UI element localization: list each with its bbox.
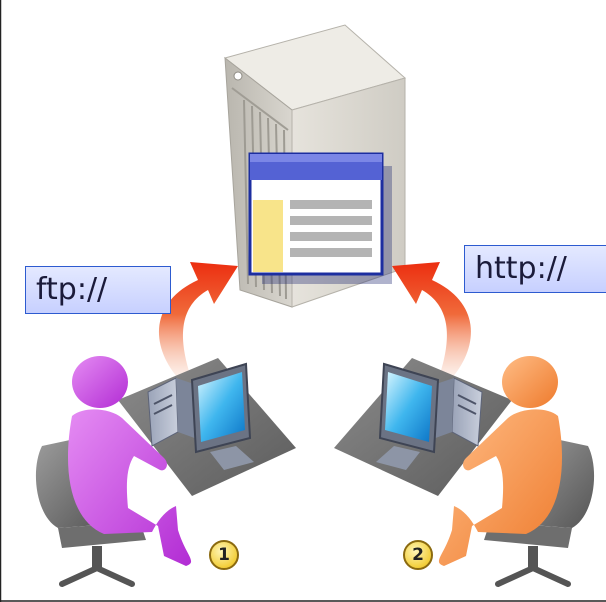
http-protocol-label: http://: [464, 245, 606, 293]
http-user-workstation: [334, 356, 595, 587]
computer-monitor-icon: [376, 362, 440, 470]
web-page-window-icon: [248, 152, 392, 284]
person-at-desk-icon: [438, 356, 563, 566]
ftp-protocol-label: ftp://: [25, 266, 171, 314]
person-at-desk-icon: [67, 356, 192, 566]
step-1-badge: 1: [209, 540, 239, 570]
ftp-user-workstation: [35, 356, 296, 587]
ftp-upload-arrow-icon: [159, 262, 238, 378]
http-upload-arrow-icon: [392, 262, 471, 378]
step-2-badge: 2: [403, 540, 433, 570]
computer-monitor-icon: [190, 362, 254, 470]
